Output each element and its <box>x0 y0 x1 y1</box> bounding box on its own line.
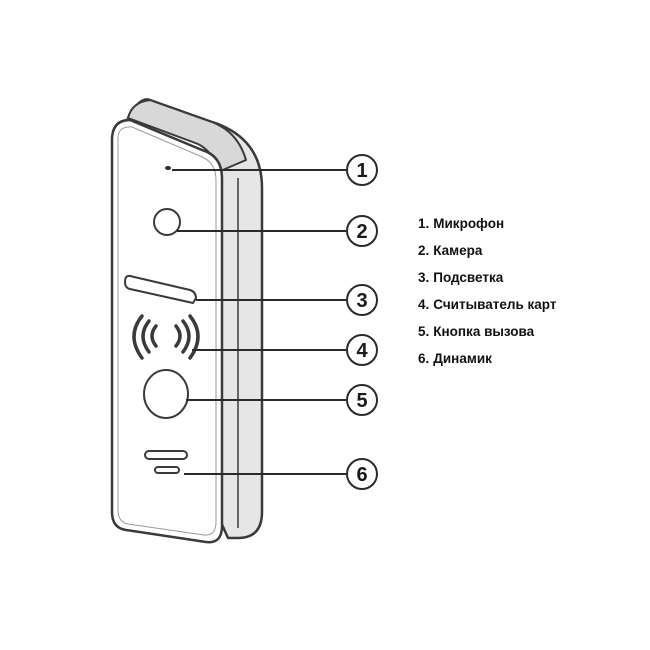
intercom-panel <box>110 98 264 544</box>
callout-3: 3 <box>346 284 378 316</box>
legend-item-label: Камера <box>433 243 483 258</box>
legend-item-speaker: 6.Динамик <box>418 345 556 372</box>
microphone-hole <box>165 166 171 170</box>
legend-item-card-reader: 4.Считыватель карт <box>418 291 556 318</box>
legend-item-number: 6. <box>418 351 430 366</box>
legend-list: 1.Микрофон 2.Камера 3.Подсветка 4.Считыв… <box>418 210 556 372</box>
panel-front-face <box>110 118 224 544</box>
camera-lens <box>153 208 181 236</box>
leader-lines <box>172 169 346 475</box>
callout-5: 5 <box>346 384 378 416</box>
legend-item-number: 1. <box>418 216 430 231</box>
callout-6-number: 6 <box>356 464 367 486</box>
legend-item-number: 3. <box>418 270 430 285</box>
callout-1: 1 <box>346 154 378 186</box>
legend-item-label: Динамик <box>433 351 492 366</box>
legend-item-label: Микрофон <box>433 216 505 231</box>
callout-5-number: 5 <box>356 390 367 412</box>
legend-item-number: 4. <box>418 297 430 312</box>
callout-2-number: 2 <box>356 221 367 243</box>
callout-2: 2 <box>346 215 378 247</box>
panel-inner-edge <box>117 126 217 536</box>
legend-item-label: Подсветка <box>433 270 504 285</box>
speaker-grille <box>144 450 188 474</box>
legend-item-camera: 2.Камера <box>418 237 556 264</box>
legend-item-backlight: 3.Подсветка <box>418 264 556 291</box>
callout-markers: 1 2 3 4 5 6 <box>346 154 378 490</box>
legend-item-number: 5. <box>418 324 430 339</box>
callout-1-number: 1 <box>356 160 367 182</box>
legend-item-number: 2. <box>418 243 430 258</box>
callout-3-number: 3 <box>356 290 367 312</box>
callout-4: 4 <box>346 334 378 366</box>
legend-item-call-button: 5.Кнопка вызова <box>418 318 556 345</box>
legend-item-label: Кнопка вызова <box>433 324 535 339</box>
backlight-strip <box>124 274 197 304</box>
call-button <box>143 369 189 419</box>
callout-4-number: 4 <box>356 340 368 362</box>
card-reader-icon <box>132 314 200 360</box>
legend-item-microphone: 1.Микрофон <box>418 210 556 237</box>
legend-item-label: Считыватель карт <box>433 297 557 312</box>
callout-6: 6 <box>346 458 378 490</box>
